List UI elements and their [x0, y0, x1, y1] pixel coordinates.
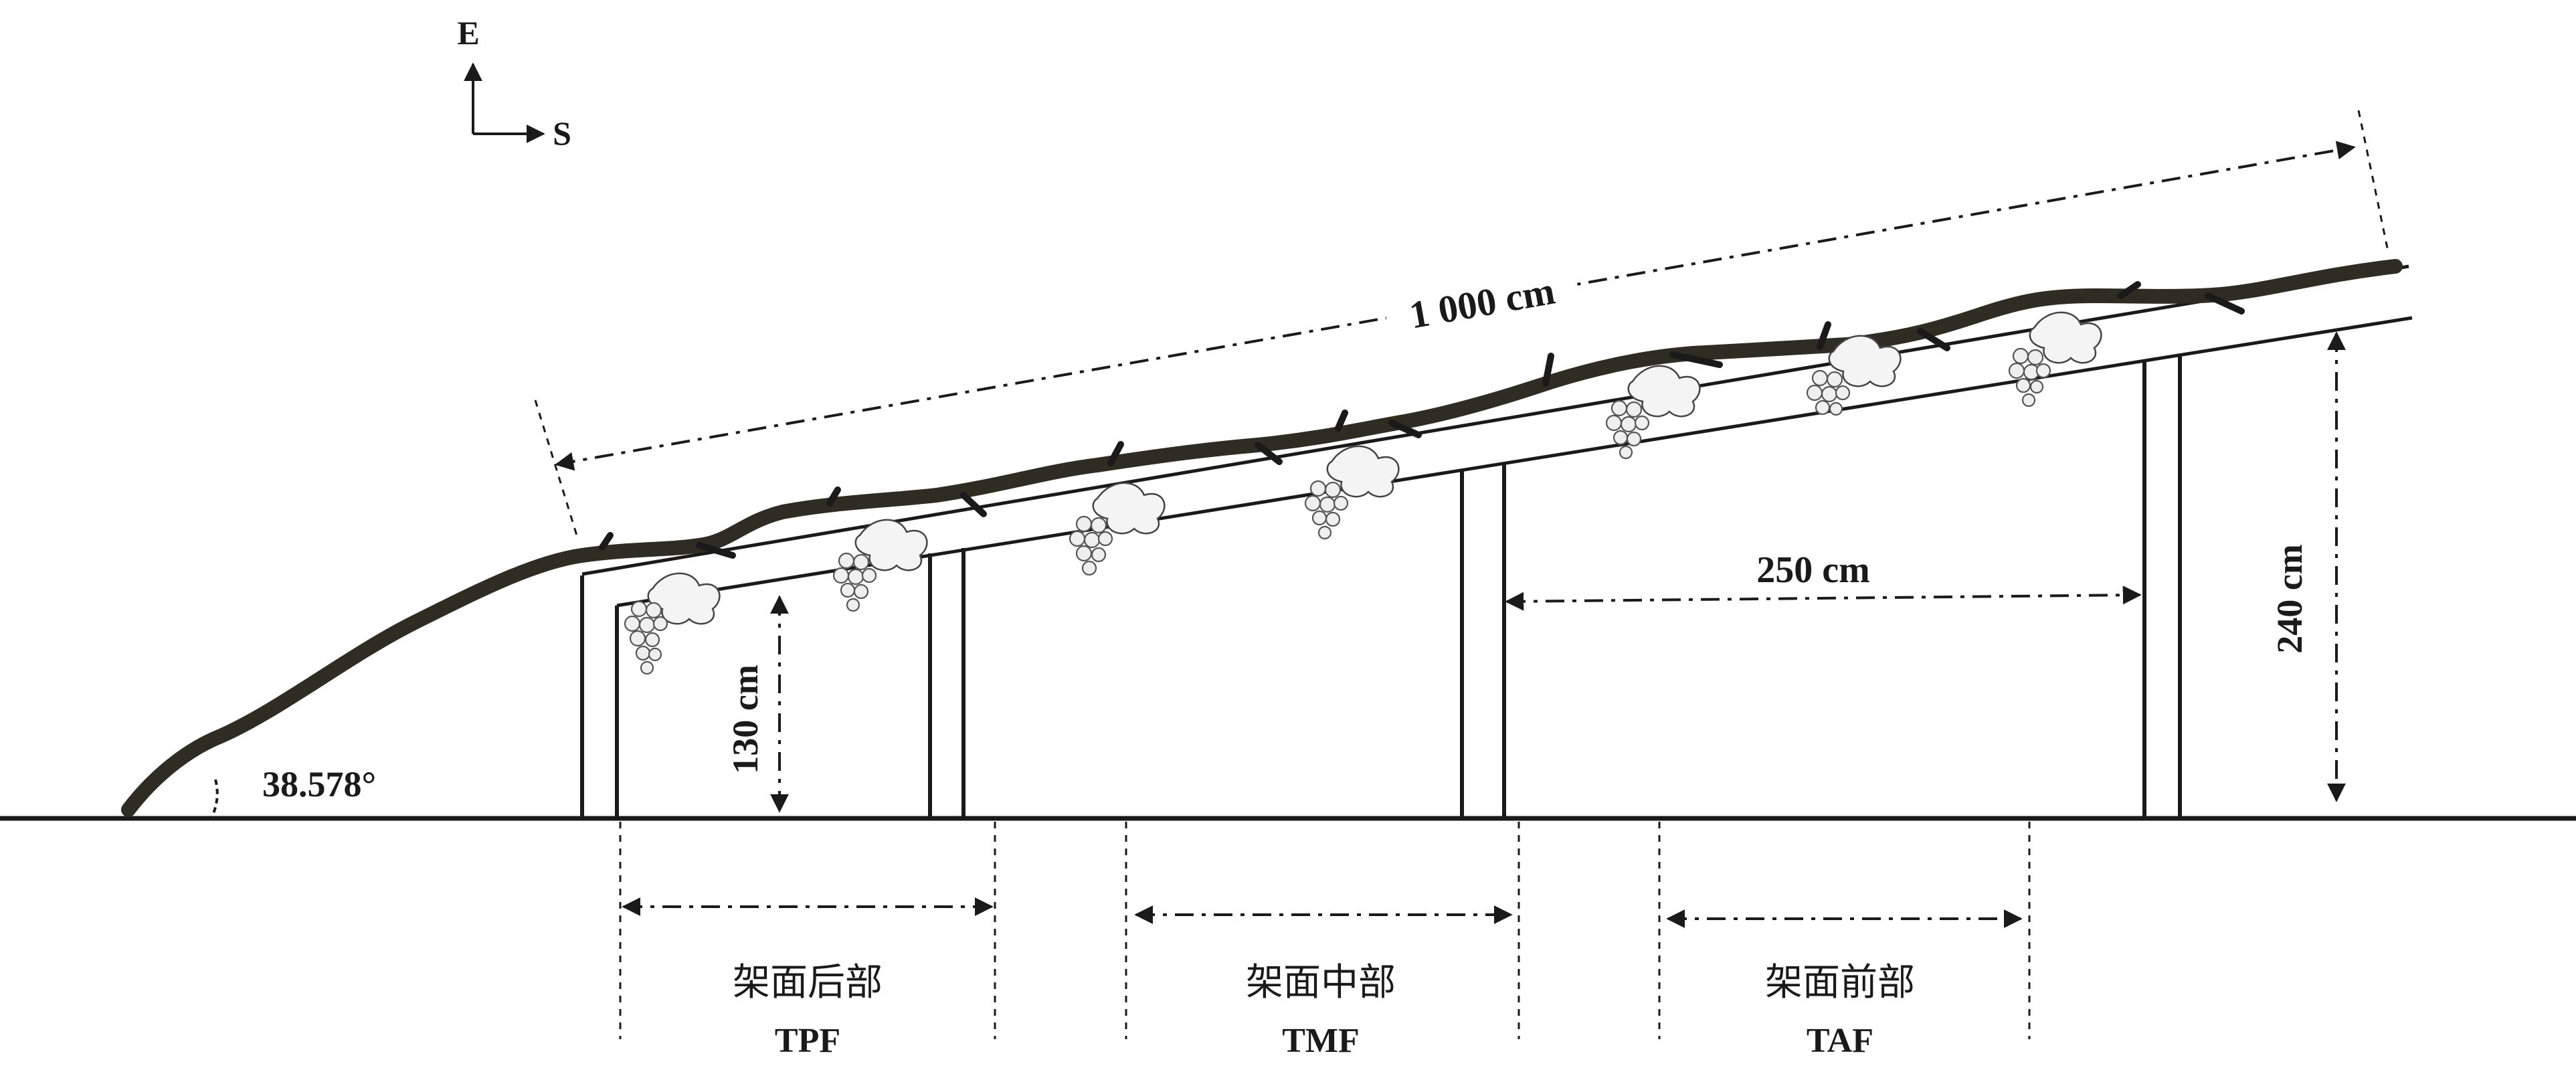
dimension-post-spacing: 250 cm	[1505, 549, 2142, 611]
zone-rear-abbr: TPF	[775, 1022, 840, 1060]
front-height-label: 240 cm	[2270, 544, 2310, 653]
zone-front-name: 架面前部	[1765, 961, 1915, 1004]
zone-guides	[619, 822, 2031, 1039]
zone-rear-name: 架面后部	[733, 961, 883, 1004]
grape-cluster-7	[2008, 311, 2102, 408]
grape-cluster-2	[832, 519, 928, 612]
back-height-label: 130 cm	[725, 664, 765, 774]
zone-front-abbr: TAF	[1807, 1022, 1873, 1060]
grape-cluster-4	[1304, 445, 1400, 540]
dimension-front-height: 240 cm	[2270, 331, 2346, 802]
grape-cluster-1	[624, 572, 721, 675]
zone-front: 架面前部 TAF	[1765, 961, 1915, 1060]
zone-middle-name: 架面中部	[1246, 961, 1396, 1004]
grape-cluster-3	[1069, 482, 1166, 576]
grape-cluster-5	[1605, 365, 1701, 460]
slope-angle: 38.578°	[210, 764, 376, 818]
slope-angle-label: 38.578°	[262, 764, 376, 804]
post-spacing-label: 250 cm	[1756, 549, 1870, 591]
compass-right-label: S	[553, 114, 571, 152]
dimension-back-height: 130 cm	[725, 595, 789, 813]
compass: E S	[457, 14, 571, 152]
dimension-total-length: 1 000 cm	[534, 110, 2390, 536]
zone-middle-abbr: TMF	[1282, 1022, 1360, 1060]
zone-middle: 架面中部 TMF	[1246, 961, 1396, 1060]
zone-rear: 架面后部 TPF	[733, 961, 883, 1060]
compass-up-label: E	[457, 14, 479, 52]
